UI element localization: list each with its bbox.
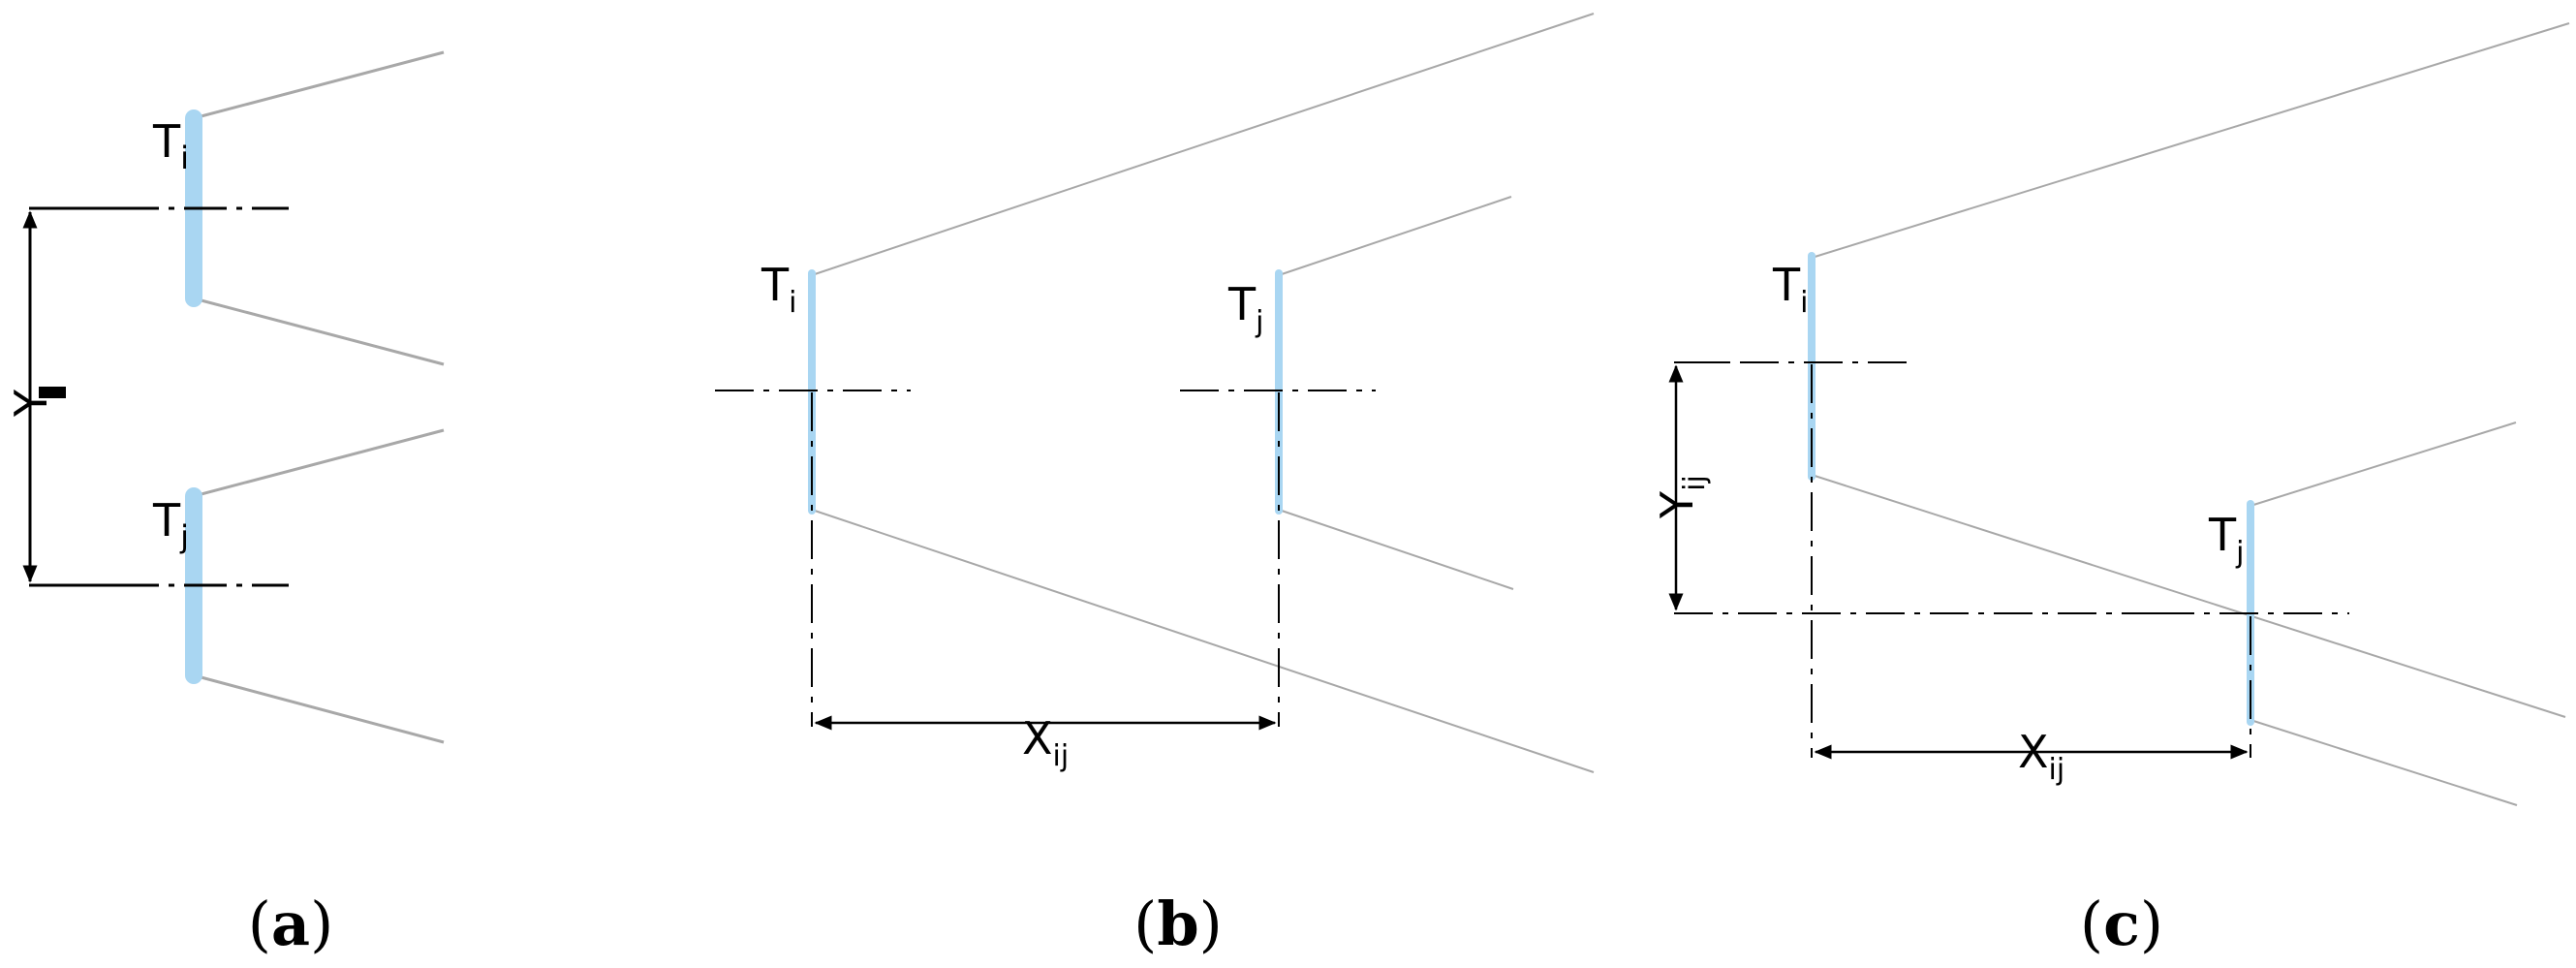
panel-a-wake-lines <box>193 50 445 744</box>
turbine-ti-label: Ti <box>1772 259 1808 320</box>
panel-b: Xij Ti Tj (b) <box>715 13 1595 959</box>
panel-a: Y Ti Tj (a) <box>5 50 445 959</box>
y-dimension-label: Yij <box>1651 475 1712 519</box>
wake-line-ti-lower <box>1811 474 2566 718</box>
y-dimension-subscript-mark <box>39 387 66 398</box>
panel-a-centerlines <box>116 206 289 587</box>
x-dimension-label: Xij <box>2018 726 2064 787</box>
wake-line-ti-lower <box>193 297 445 366</box>
wake-line-ti-upper <box>193 50 445 120</box>
wake-line-tj-lower <box>1278 509 1514 590</box>
wake-line-ti-lower <box>811 509 1595 773</box>
wake-line-tj-upper <box>1278 196 1512 276</box>
panel-c-caption: (c) <box>2080 889 2163 959</box>
turbine-ti-label: Ti <box>760 259 796 320</box>
wake-line-ti-upper <box>811 13 1595 276</box>
turbine-tj-label: Tj <box>2208 509 2244 570</box>
wake-line-tj-upper <box>2250 422 2517 507</box>
wake-line-tj-lower <box>2250 719 2518 806</box>
y-dimension <box>22 206 126 587</box>
panel-a-caption: (a) <box>248 889 334 959</box>
x-dimension-label: Xij <box>1022 712 1069 773</box>
panel-b-wake-lines <box>811 13 1595 773</box>
wake-line-ti-upper <box>1811 22 2570 259</box>
panel-c-wake-lines <box>1811 22 2570 806</box>
wake-line-tj-upper <box>193 428 445 498</box>
turbine-tj-label: Tj <box>1227 278 1263 339</box>
panel-b-caption: (b) <box>1133 889 1223 959</box>
panel-b-centerlines <box>715 390 1376 727</box>
panel-c-centerlines <box>1674 361 2349 758</box>
turbine-ti-label: Ti <box>152 115 189 176</box>
turbine-tj-label: Tj <box>152 494 189 555</box>
panel-c: Yij Xij Ti Tj (c) <box>1651 22 2570 959</box>
wake-line-tj-lower <box>193 673 445 744</box>
